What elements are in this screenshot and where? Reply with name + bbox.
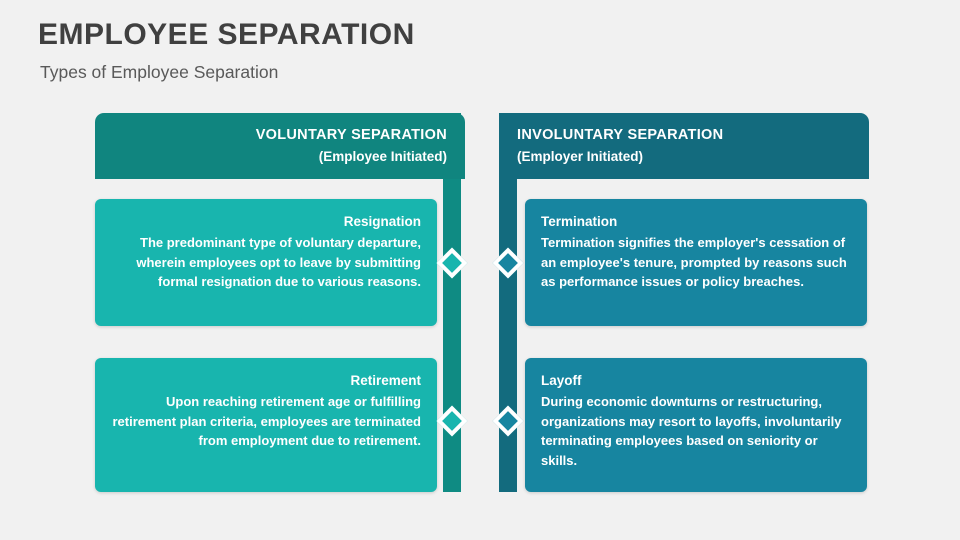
card-title: Layoff [541, 373, 582, 388]
card-body: Termination signifies the employer's ces… [541, 235, 847, 289]
banner-involuntary-separation[interactable]: INVOLUNTARY SEPARATION (Employer Initiat… [499, 113, 869, 179]
banner-subtitle: (Employer Initiated) [517, 149, 644, 164]
diamond-connector-icon [492, 405, 524, 437]
card-body: Upon reaching retirement age or fulfilli… [112, 394, 421, 448]
card-title: Resignation [343, 214, 421, 229]
card-layoff[interactable]: Layoff During economic downturns or rest… [525, 358, 867, 492]
card-retirement[interactable]: Retirement Upon reaching retirement age … [95, 358, 437, 492]
page-title: EMPLOYEE SEPARATION [38, 18, 415, 51]
card-body: During economic downturns or restructuri… [541, 394, 842, 468]
diamond-connector-icon [436, 405, 468, 437]
card-resignation[interactable]: Resignation The predominant type of volu… [95, 199, 437, 326]
diamond-connector-icon [436, 247, 468, 279]
card-termination[interactable]: Termination Termination signifies the em… [525, 199, 867, 326]
column-spine-involuntary [499, 113, 517, 492]
column-spine-voluntary [443, 113, 461, 492]
card-title: Retirement [350, 373, 421, 388]
banner-subtitle: (Employee Initiated) [318, 149, 447, 164]
card-title: Termination [541, 214, 618, 229]
diamond-connector-icon [492, 247, 524, 279]
card-body: The predominant type of voluntary depart… [136, 235, 421, 289]
page-subtitle: Types of Employee Separation [40, 62, 279, 82]
banner-title: VOLUNTARY SEPARATION [255, 127, 447, 143]
banner-voluntary-separation[interactable]: VOLUNTARY SEPARATION (Employee Initiated… [95, 113, 465, 179]
banner-title: INVOLUNTARY SEPARATION [517, 127, 724, 143]
